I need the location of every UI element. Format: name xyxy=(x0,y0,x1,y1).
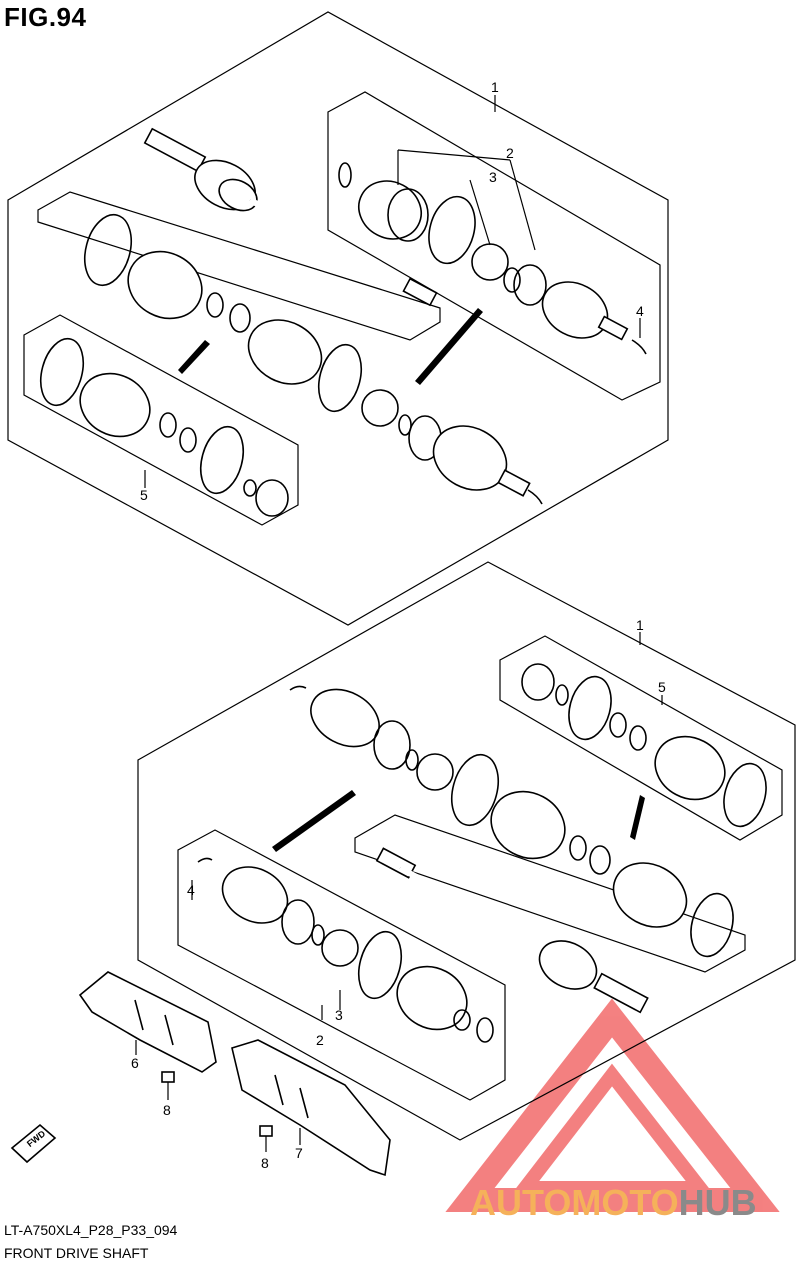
upper-boot-set-5 xyxy=(83,213,543,505)
callout-lower-4: 4 xyxy=(187,882,195,898)
watermark-part2: HUB xyxy=(679,1182,757,1223)
watermark-part1: AUTOMOTO xyxy=(470,1182,679,1223)
callout-upper-4: 4 xyxy=(636,303,644,319)
callout-lower-8b: 8 xyxy=(261,1155,269,1171)
callout-lower-6: 6 xyxy=(131,1055,139,1071)
skid-guard-7 xyxy=(231,1039,391,1177)
callout-lower-2: 2 xyxy=(316,1032,324,1048)
upper-boot-set-2 xyxy=(338,162,647,355)
watermark-logo-icon xyxy=(445,998,780,1212)
watermark-text: AUTOMOTOHUB xyxy=(470,1182,757,1223)
skid-guard-6 xyxy=(78,971,217,1073)
callout-lower-5: 5 xyxy=(658,679,666,695)
callout-upper-5: 5 xyxy=(140,487,148,503)
upper-arrow-right-icon xyxy=(415,308,483,385)
upper-subbox-shaft xyxy=(37,191,441,341)
lower-drive-shaft xyxy=(375,847,649,1014)
bolt-8-right-icon xyxy=(259,1125,273,1137)
upper-subbox-5 xyxy=(23,314,299,526)
lower-arrow-right-icon xyxy=(630,795,645,840)
upper-boot-kit-5 xyxy=(39,337,289,517)
callout-lower-3: 3 xyxy=(335,1007,343,1023)
callout-lower-1: 1 xyxy=(636,617,644,633)
callout-upper-3: 3 xyxy=(489,169,497,185)
callout-lower-8a: 8 xyxy=(163,1102,171,1118)
figure-title: FIG.94 xyxy=(4,2,87,32)
upper-arrow-left-icon xyxy=(178,340,210,374)
upper-subbox-2 xyxy=(327,91,661,401)
lower-joint-set-upper xyxy=(289,685,734,958)
figure-description: FRONT DRIVE SHAFT xyxy=(4,1245,149,1261)
lower-subbox-shaft xyxy=(354,814,746,973)
fwd-direction-badge: FWD xyxy=(10,1123,57,1164)
figure-code: LT-A750XL4_P28_P33_094 xyxy=(4,1222,178,1238)
lower-boot-set-2 xyxy=(197,857,494,1043)
lower-arrow-left-icon xyxy=(272,790,356,852)
callout-upper-2: 2 xyxy=(506,145,514,161)
lower-subbox-5 xyxy=(499,635,783,841)
lower-outline xyxy=(137,561,796,1141)
lower-assembly: 1 5 4 2 3 6 7 8 8 xyxy=(78,561,796,1177)
lower-boot-kit-5 xyxy=(521,663,767,828)
upper-outline xyxy=(7,11,669,626)
lower-subbox-2 xyxy=(177,829,506,1101)
bolt-8-left-icon xyxy=(161,1071,175,1083)
upper-drive-shaft xyxy=(143,127,438,307)
callout-upper-1: 1 xyxy=(491,79,499,95)
callout-lower-7: 7 xyxy=(295,1145,303,1161)
upper-assembly: 1 2 3 4 5 xyxy=(7,11,669,626)
